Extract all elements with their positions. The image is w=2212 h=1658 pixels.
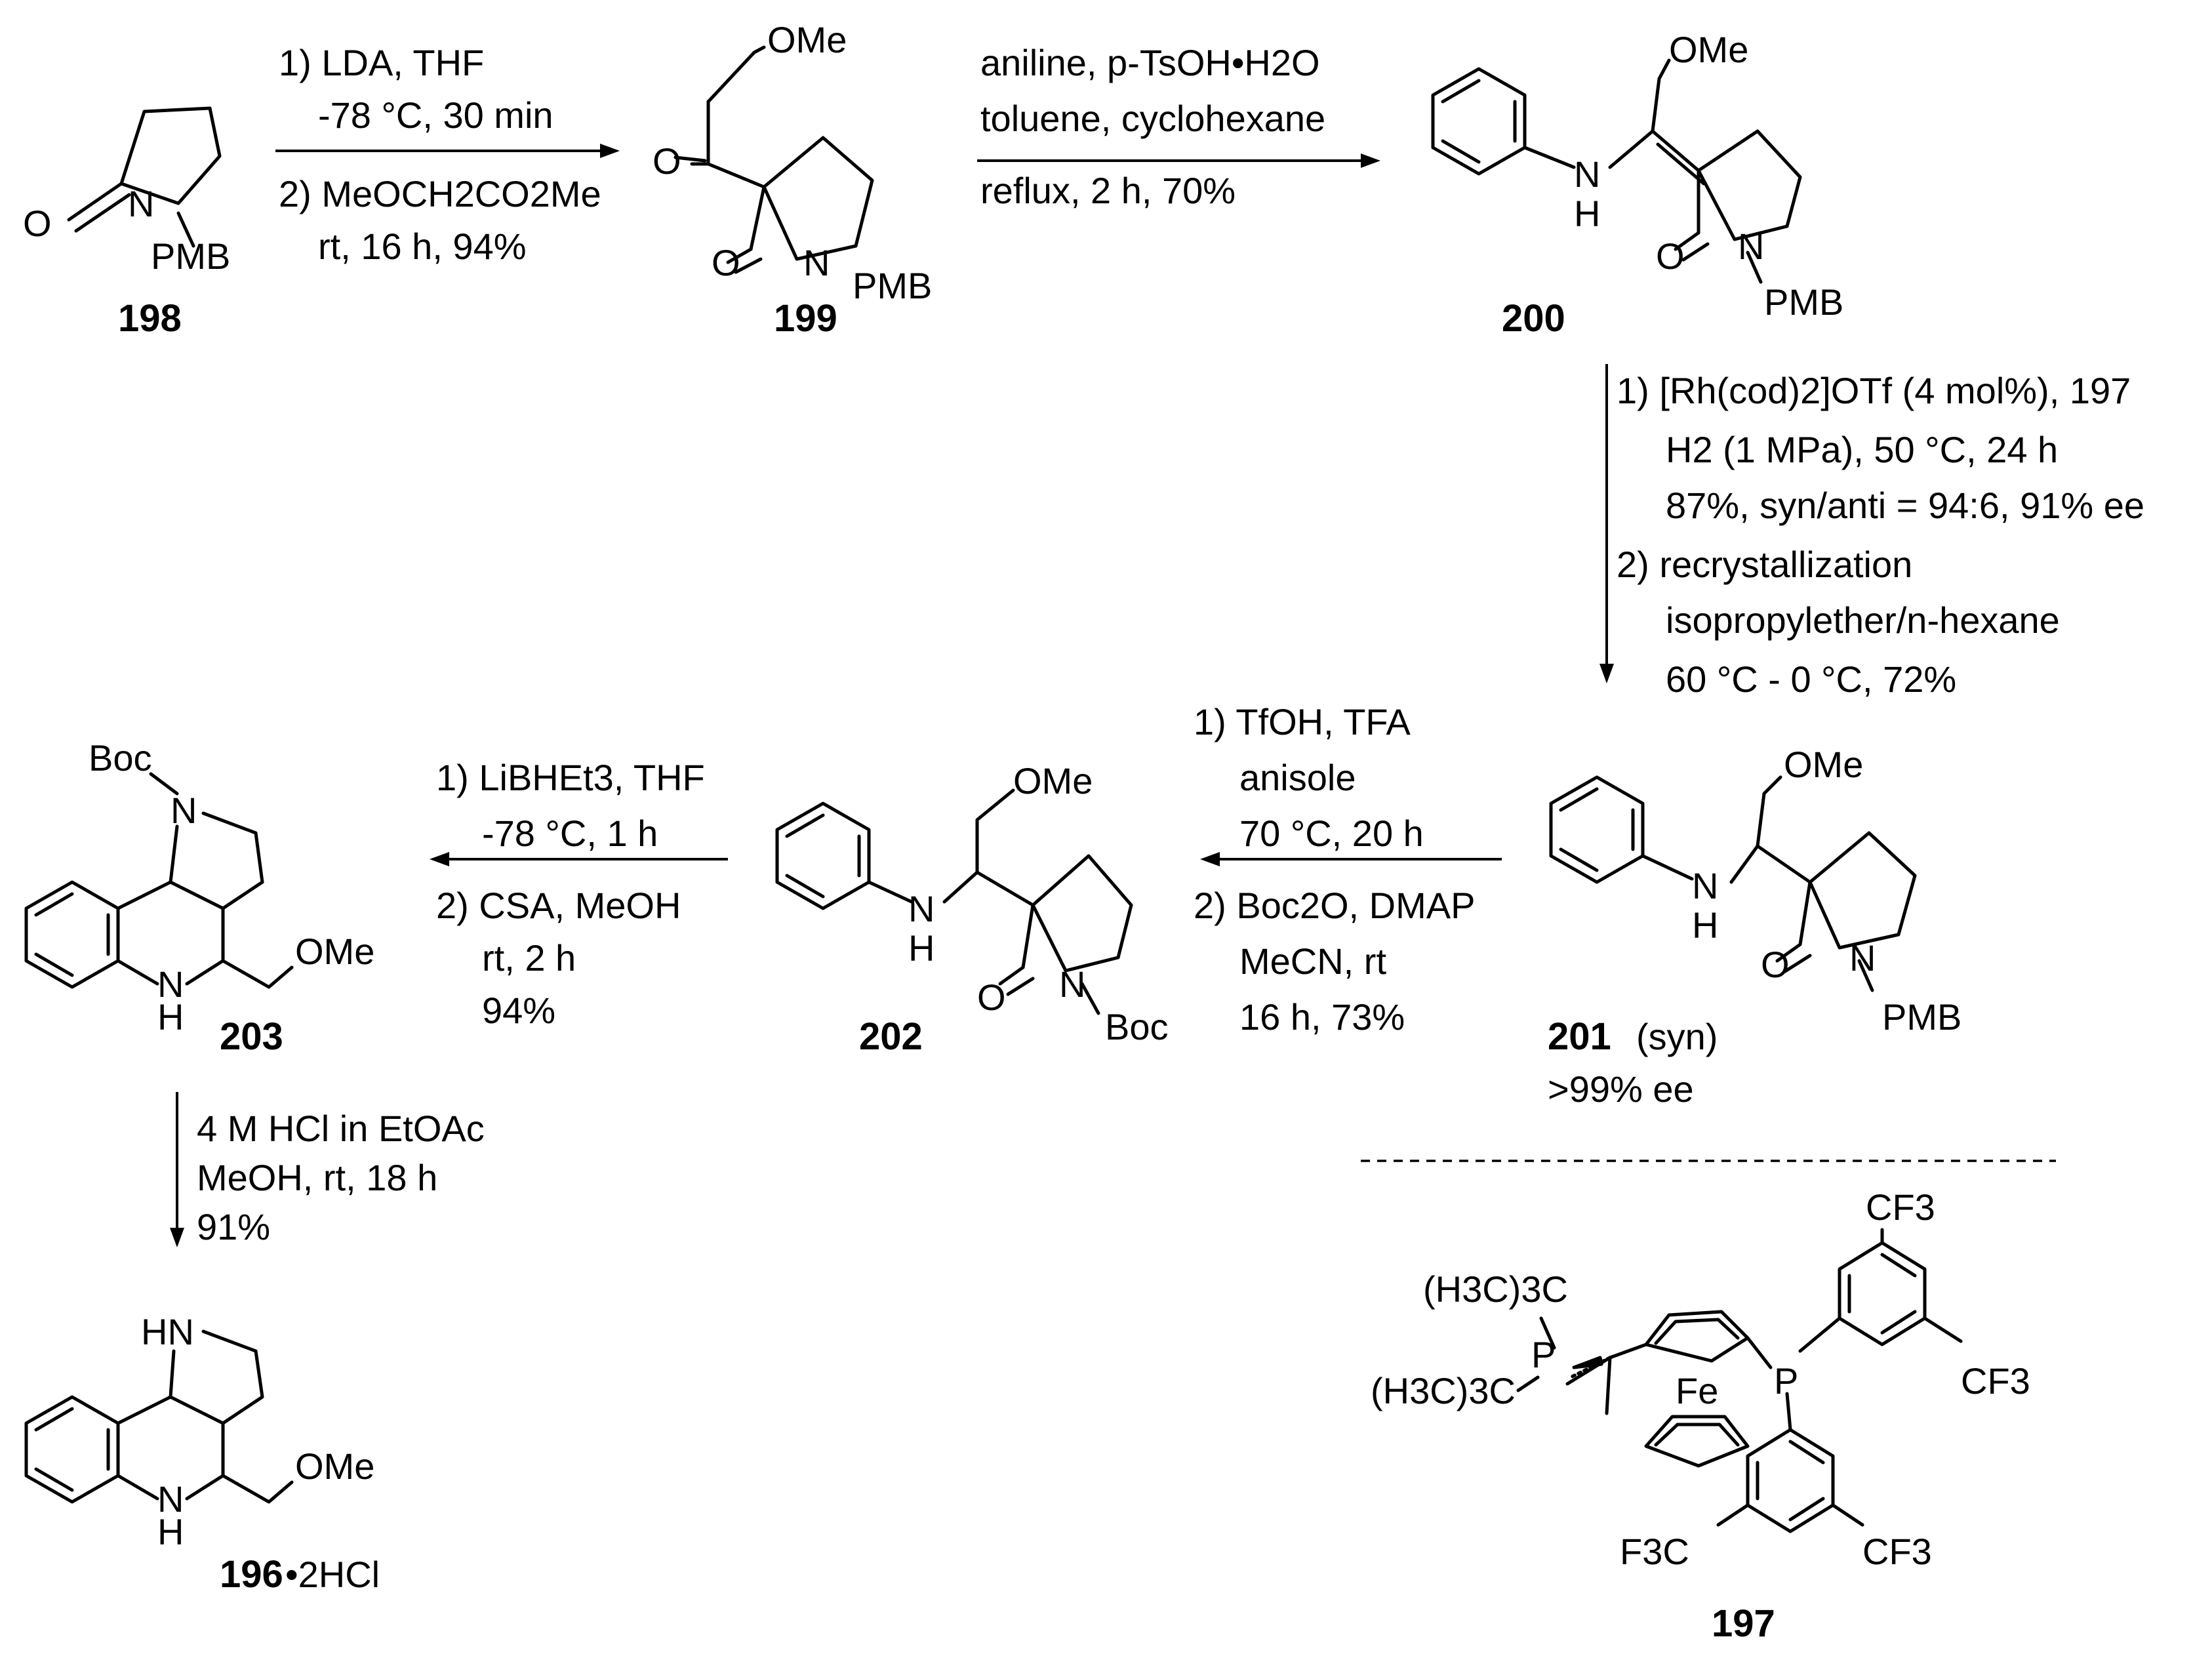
structure-202: OMe N H O N Boc 202 — [775, 760, 1169, 1058]
step5-line3: 2) CSA, MeOH — [436, 885, 681, 926]
boc-202: Boc — [1105, 1006, 1169, 1047]
atom-o-lactam-199: O — [712, 242, 740, 283]
atom-n-199: N — [803, 242, 830, 283]
atom-h-anil-200: H — [1574, 193, 1600, 234]
step5-line4: rt, 2 h — [482, 937, 576, 979]
cf3-top-197: CF3 — [1866, 1186, 1935, 1228]
label-203: 203 — [220, 1015, 283, 1058]
step3-line4: 2) recrystallization — [1617, 544, 1912, 585]
step2-line3: reflux, 2 h, 70% — [980, 170, 1236, 211]
pmb-199: PMB — [853, 265, 932, 306]
step5-line1: 1) LiBHEt3, THF — [436, 757, 705, 798]
structure-196: HN N H OMe 196 •2HCl — [24, 1311, 380, 1596]
atom-n-pyrrolidine-203: N — [171, 790, 197, 831]
step4-line5: MeCN, rt — [1239, 940, 1386, 982]
salt-196: •2HCl — [285, 1554, 380, 1595]
ome-203: OMe — [295, 931, 374, 972]
atom-n-202: N — [1059, 963, 1085, 1005]
ome-200: OMe — [1669, 29, 1748, 70]
atom-h-quinoline-203: H — [157, 996, 184, 1038]
step1-line2: -78 °C, 30 min — [318, 94, 553, 136]
structure-199: OMe O O N PMB 199 — [653, 19, 932, 340]
reaction-arrow-2: aniline, p-TsOH•H2O toluene, cyclohexane… — [977, 42, 1380, 211]
step6-line1: 4 M HCl in EtOAc — [197, 1108, 485, 1149]
reaction-arrow-1: 1) LDA, THF -78 °C, 30 min 2) MeOCH2CO2M… — [275, 42, 620, 267]
atom-n-198: N — [128, 183, 154, 224]
atom-n-quinoline-203: N — [157, 963, 184, 1005]
step3-line3: 87%, syn/anti = 94:6, 91% ee — [1666, 485, 2144, 526]
label-196: 196 — [220, 1553, 283, 1596]
step6-line3: 91% — [197, 1206, 270, 1247]
ee-201: >99% ee — [1548, 1068, 1694, 1110]
atom-h-anil-202: H — [908, 927, 935, 969]
atom-h-anil-201: H — [1692, 904, 1718, 946]
atom-n-anil-201: N — [1692, 865, 1718, 906]
pmb-201: PMB — [1882, 996, 1961, 1038]
step2-line1: aniline, p-TsOH•H2O — [980, 42, 1320, 83]
label-198: 198 — [118, 297, 182, 340]
atom-o-198: O — [23, 203, 52, 244]
atom-n-201: N — [1849, 937, 1876, 979]
step4-line6: 16 h, 73% — [1239, 996, 1405, 1038]
step2-line2: toluene, cyclohexane — [980, 98, 1325, 139]
step1-line1: 1) LDA, THF — [279, 42, 484, 83]
atom-o-lactam-200: O — [1656, 235, 1685, 277]
structure-201: OMe N H O N PMB 201 (syn) >99% ee — [1548, 744, 1961, 1110]
atom-p-left-197: P — [1531, 1334, 1556, 1375]
step5-line5: 94% — [482, 990, 555, 1031]
structure-198: O N PMB 198 — [23, 106, 230, 340]
tbu-top-197: (H3C)3C — [1423, 1268, 1568, 1310]
structure-197: (H3C)3C P (H3C)3C Fe P CF3 CF3 F3C CF3 1… — [1371, 1186, 2030, 1645]
step4-line3: 70 °C, 20 h — [1239, 813, 1424, 854]
atom-o-keto-199: O — [653, 140, 681, 182]
structure-200: OMe N H O N PMB 200 — [1431, 29, 1843, 340]
ome-202: OMe — [1013, 760, 1093, 801]
tbu-bottom-197: (H3C)3C — [1371, 1370, 1516, 1411]
pmb-200: PMB — [1764, 281, 1843, 323]
step3-line5: isopropylether/n-hexane — [1666, 599, 2060, 641]
cf3-right-197: CF3 — [1961, 1360, 2030, 1402]
step4-line4: 2) Boc2O, DMAP — [1194, 885, 1475, 926]
step4-line1: 1) TfOH, TFA — [1194, 701, 1411, 742]
step4-line2: anisole — [1239, 757, 1356, 798]
cf3-bottom-197: CF3 — [1862, 1531, 1932, 1572]
atom-fe-197: Fe — [1676, 1370, 1718, 1411]
reaction-arrow-4: 1) TfOH, TFA anisole 70 °C, 20 h 2) Boc2… — [1194, 701, 1502, 1038]
atom-n-200: N — [1738, 226, 1764, 267]
atom-n-quinoline-196: N — [157, 1478, 184, 1520]
ome-201: OMe — [1784, 744, 1863, 785]
pmb-198: PMB — [151, 235, 230, 277]
atom-hn-196: HN — [141, 1311, 194, 1352]
reaction-arrow-3: 1) [Rh(cod)2]OTf (4 mol%), 197 H2 (1 MPa… — [1599, 364, 2144, 700]
label-199: 199 — [774, 297, 837, 340]
step1-line3: 2) MeOCH2CO2Me — [279, 173, 601, 214]
boc-203: Boc — [89, 737, 152, 778]
ome-196: OMe — [295, 1446, 374, 1487]
atom-o-lactam-201: O — [1761, 944, 1790, 985]
step3-line1: 1) [Rh(cod)2]OTf (4 mol%), 197 — [1617, 370, 2131, 411]
f3c-bottom-197: F3C — [1620, 1531, 1689, 1572]
reaction-arrow-5: 1) LiBHEt3, THF -78 °C, 1 h 2) CSA, MeOH… — [430, 757, 728, 1031]
note-201: (syn) — [1636, 1016, 1718, 1057]
step3-line2: H2 (1 MPa), 50 °C, 24 h — [1666, 429, 2058, 470]
structure-203: Boc N N H OMe 203 — [24, 737, 374, 1058]
ome-199: OMe — [767, 19, 847, 60]
reaction-arrow-6: 4 M HCl in EtOAc MeOH, rt, 18 h 91% — [170, 1092, 485, 1247]
step1-line4: rt, 16 h, 94% — [318, 226, 527, 267]
label-200: 200 — [1502, 297, 1565, 340]
atom-o-lactam-202: O — [977, 977, 1006, 1018]
label-202: 202 — [859, 1015, 923, 1058]
atom-n-anil-200: N — [1574, 153, 1600, 195]
label-201: 201 — [1548, 1015, 1611, 1058]
atom-h-quinoline-196: H — [157, 1511, 184, 1552]
step3-line6: 60 °C - 0 °C, 72% — [1666, 658, 1956, 700]
label-197: 197 — [1712, 1602, 1775, 1645]
step5-line2: -78 °C, 1 h — [482, 813, 658, 854]
step6-line2: MeOH, rt, 18 h — [197, 1157, 437, 1198]
atom-p-right-197: P — [1774, 1360, 1798, 1402]
atom-n-anil-202: N — [908, 888, 935, 929]
